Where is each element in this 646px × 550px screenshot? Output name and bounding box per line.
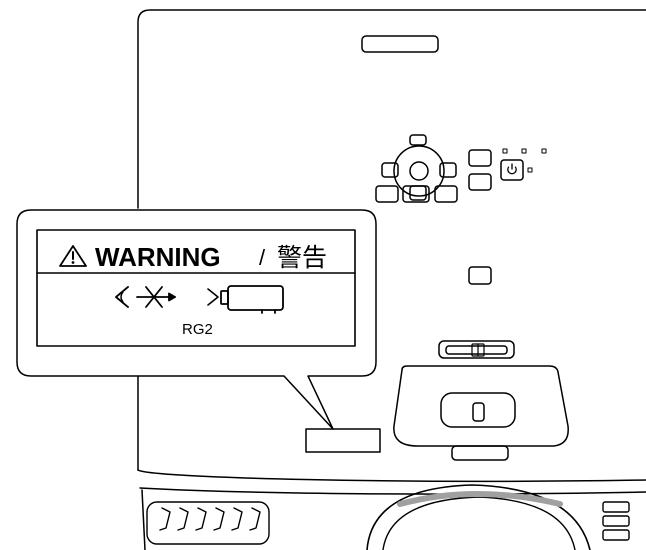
callout-bubble: [16, 209, 377, 430]
status-indicator-2: [521, 148, 527, 154]
lens-cover-tab: [451, 445, 509, 461]
warning-cjk: 警告: [277, 243, 327, 272]
dpad-right-button: [439, 162, 457, 178]
lens-slider: [438, 340, 515, 359]
panel-button-lower-right: [468, 173, 492, 191]
dpad-up-button: [409, 134, 427, 146]
warning-word: WARNING: [95, 242, 221, 272]
status-indicator-3: [541, 148, 547, 154]
status-indicator-1: [502, 148, 508, 154]
eye-icon: [115, 286, 129, 308]
lens-cover: [393, 365, 569, 461]
warning-label-frame: [36, 229, 356, 347]
dpad-left-button: [381, 162, 399, 178]
power-indicator: [527, 167, 533, 173]
top-slot: [361, 35, 439, 53]
power-button: [500, 159, 524, 181]
air-vent: [146, 501, 270, 545]
warning-separator: /: [259, 245, 266, 270]
warning-triangle-icon: [59, 245, 87, 267]
risk-group-label: RG2: [182, 321, 213, 338]
panel-button-upper-right: [468, 149, 492, 167]
dpad-down-button: [409, 185, 427, 201]
panel-button-bottom-mid: [402, 185, 430, 203]
light-bracket-icon: [207, 288, 219, 306]
panel-button-bottom-left: [375, 185, 399, 203]
lens-cover-latch-knob: [472, 402, 485, 422]
projector-body: [137, 9, 646, 550]
label-location-marker: [305, 428, 381, 453]
dpad-ring: [393, 145, 445, 197]
no-stare-icon: [136, 286, 176, 308]
projector-icon: [220, 285, 284, 314]
panel-button-bottom-right: [434, 185, 458, 203]
lens-cover-latch: [440, 392, 516, 428]
dpad-center-button: [409, 161, 429, 181]
side-ports: [602, 501, 630, 541]
power-icon: [507, 163, 517, 175]
control-panel: [375, 134, 547, 203]
lens-assembly: [366, 484, 591, 550]
sensor-window: [468, 266, 492, 285]
